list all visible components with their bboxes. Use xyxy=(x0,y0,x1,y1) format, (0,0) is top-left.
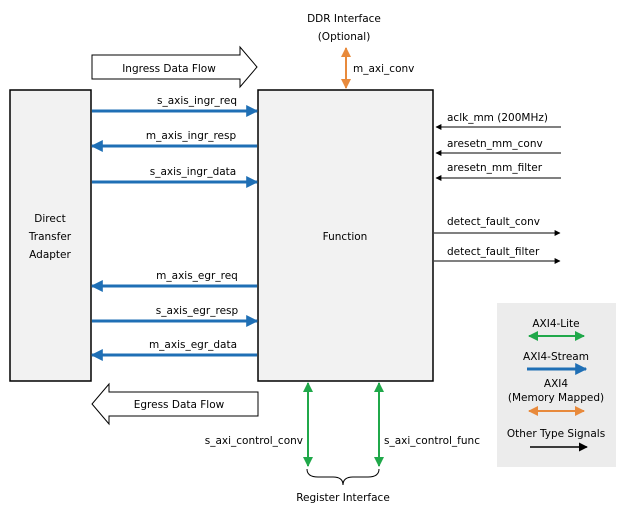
m-axi-conv-label: m_axi_conv xyxy=(353,63,414,75)
s-axi-control-conv-label: s_axi_control_conv xyxy=(205,435,303,447)
ingress-flow-label: Ingress Data Flow xyxy=(122,63,216,75)
legend-axi4-mm-label-line2: (Memory Mapped) xyxy=(508,392,604,404)
legend-axi4-stream-label: AXI4-Stream xyxy=(523,351,589,363)
detect-fault-conv-label: detect_fault_conv xyxy=(447,216,540,228)
s-axis-egr-resp-label: s_axis_egr_resp xyxy=(156,305,239,317)
adapter-label-line3: Adapter xyxy=(29,249,71,261)
ingress-flow-arrow xyxy=(91,45,258,89)
adapter-label-line1: Direct xyxy=(34,213,65,225)
ddr-optional-label: (Optional) xyxy=(318,31,371,43)
legend-other-signals-label: Other Type Signals xyxy=(507,428,605,440)
egress-flow-arrow xyxy=(91,382,259,426)
s-axis-ingr-req-label: s_axis_ingr_req xyxy=(157,95,237,107)
aclk-mm-label: aclk_mm (200MHz) xyxy=(447,112,548,124)
m-axis-egr-data-label: m_axis_egr_data xyxy=(149,339,237,351)
egress-flow-label: Egress Data Flow xyxy=(134,399,225,411)
function-label: Function xyxy=(323,231,368,243)
function-block xyxy=(257,89,434,382)
direct-transfer-adapter-block xyxy=(9,89,92,382)
m-axis-egr-req-label: m_axis_egr_req xyxy=(156,270,238,282)
m-axis-ingr-resp-label: m_axis_ingr_resp xyxy=(146,130,237,142)
adapter-label-line2: Transfer xyxy=(28,231,72,243)
aresetn-mm-conv-label: aresetn_mm_conv xyxy=(447,138,543,150)
s-axis-ingr-data-label: s_axis_ingr_data xyxy=(150,166,236,178)
aresetn-mm-filter-label: aresetn_mm_filter xyxy=(447,162,543,174)
register-interface-label: Register Interface xyxy=(296,492,390,504)
detect-fault-filter-label: detect_fault_filter xyxy=(447,246,540,258)
legend-axi4-lite-label: AXI4-Lite xyxy=(532,318,579,330)
legend-axi4-mm-label-line1: AXI4 xyxy=(544,378,568,390)
s-axi-control-func-label: s_axi_control_func xyxy=(384,435,480,447)
register-interface-brace xyxy=(306,468,380,486)
ddr-interface-label: DDR Interface xyxy=(307,13,381,25)
legend-box xyxy=(497,303,616,467)
